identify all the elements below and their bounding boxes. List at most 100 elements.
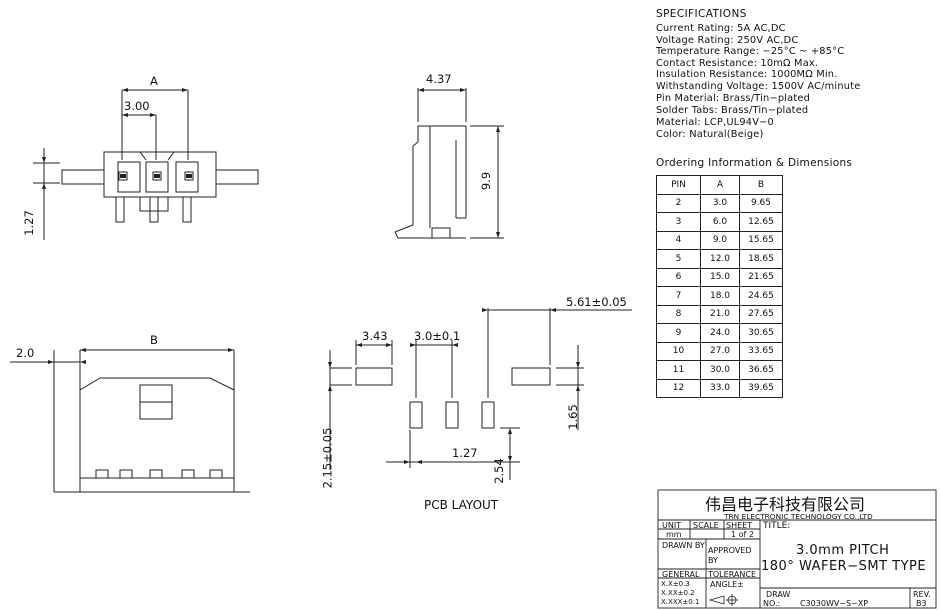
dim-127-label: 1.27 [21,210,36,236]
tolerance-label: TOLERANCE [708,570,757,579]
spec-line: Material: LCP,UL94V−0 [656,117,774,128]
dim-20-label: 2.0 [16,346,35,360]
table-cell: 21.65 [739,267,783,287]
rev-value: B3 [916,599,927,608]
table-cell: 6.0 [700,212,740,232]
spec-line: Contact Resistance: 10mΩ Max. [656,58,819,69]
drawing-title-line2: 180° WAFER−SMT TYPE [761,559,927,574]
ordering-title: Ordering Information & Dimensions [656,157,853,169]
spec-line: Temperature Range: −25°C ~ +85°C [656,46,845,57]
table-cell: 24.65 [739,286,783,306]
table-cell: 30.65 [739,323,783,343]
rev-label: REV. [913,590,931,599]
dim-215-label: 2.15±0.05 [320,427,335,489]
company-name-cn: 伟昌电子科技有限公司 [705,495,866,514]
spec-line: Withstanding Voltage: 1500V AC/minute [656,81,861,92]
unit-value: mm [666,530,682,539]
tolerance-1: X.X±0.3 [661,580,690,588]
table-cell: 12.0 [700,249,740,269]
dim-561-label: 5.61±0.05 [566,295,627,309]
drawing-number: C3030WV−S−XP [800,599,869,608]
title-block-grid [657,489,937,609]
table-cell: 36.65 [739,360,783,380]
table-cell: 27.0 [700,341,740,361]
scale-label: SCALE [693,521,719,530]
table-cell: 24.0 [700,323,740,343]
tolerance-2: X.XX±0.2 [661,589,695,597]
pcb-layout-caption: PCB LAYOUT [424,498,499,512]
table-cell: 7 [656,286,701,306]
sheet-label: SHEET [726,521,753,530]
table-cell: 3.0 [700,193,740,213]
table-cell: 8 [656,304,701,324]
column-header: PIN [656,175,701,195]
spec-line: Voltage Rating: 250V AC,DC [656,35,799,46]
angle-label: ANGLE± [710,580,744,589]
unit-label: UNIT [662,521,682,530]
spec-line: Color: Natural(Beige) [656,129,764,140]
company-name-en: TRN ELECTRONIC TECHNOLOGY CO.,LTD [724,512,873,521]
dim-254-label: 2.54 [491,458,506,484]
table-cell: 6 [656,267,701,287]
dim-pad-pitch-label: 3.0±0.1 [414,329,461,343]
table-cell: 12.65 [739,212,783,232]
dim-343-label: 3.43 [362,329,388,343]
dim-437-label: 4.37 [426,72,452,86]
top-view [10,349,250,493]
draw-label: DRAW [766,590,791,599]
table-cell: 9.65 [739,193,783,213]
spec-line: Insulation Resistance: 1000MΩ Min. [656,69,838,80]
drawing-title-line1: 3.0mm PITCH [796,543,890,558]
dim-99-label: 9.9 [479,171,494,191]
dim-pitch-label: 3.00 [124,99,150,113]
dim-b-label: B [150,333,158,347]
table-cell: 12 [656,378,701,398]
approved-by-label: APPROVED BY [708,546,752,565]
table-cell: 2 [656,193,701,213]
table-cell: 39.65 [739,378,783,398]
projection-symbol [708,594,738,606]
table-cell: 18.0 [700,286,740,306]
no-label: NO.: [763,599,781,608]
drawn-by-label: DRAWN BY [662,541,705,550]
table-cell: 15.65 [739,230,783,250]
front-view [33,89,259,240]
dim-a-label: A [150,74,158,88]
table-cell: 21.0 [700,304,740,324]
table-cell: 9.0 [700,230,740,250]
table-cell: 10 [656,341,701,361]
column-header: B [739,175,783,195]
table-cell: 3 [656,212,701,232]
side-view [394,88,504,239]
sheet-value: 1 of 2 [731,530,754,539]
table-cell: 30.0 [700,360,740,380]
table-header-row: PIN A B [656,175,783,195]
table-cell: 11 [656,360,701,380]
dim-165-label: 1.65 [565,404,580,430]
general-label: GENERAL [662,570,700,579]
table-cell: 33.65 [739,341,783,361]
title-label: TITLE: [763,521,791,531]
table-cell: 5 [656,249,701,269]
table-cell: 27.65 [739,304,783,324]
table-cell: 9 [656,323,701,343]
column-header: A [700,175,740,195]
table-cell: 33.0 [700,378,740,398]
spec-line: Current Rating: 5A AC,DC [656,23,786,34]
spec-line: Pin Material: Brass/Tin−plated [656,93,811,104]
tolerance-3: X.XXX±0.1 [661,598,700,606]
specifications-heading: SPECIFICATIONS [656,8,747,20]
table-cell: 15.0 [700,267,740,287]
